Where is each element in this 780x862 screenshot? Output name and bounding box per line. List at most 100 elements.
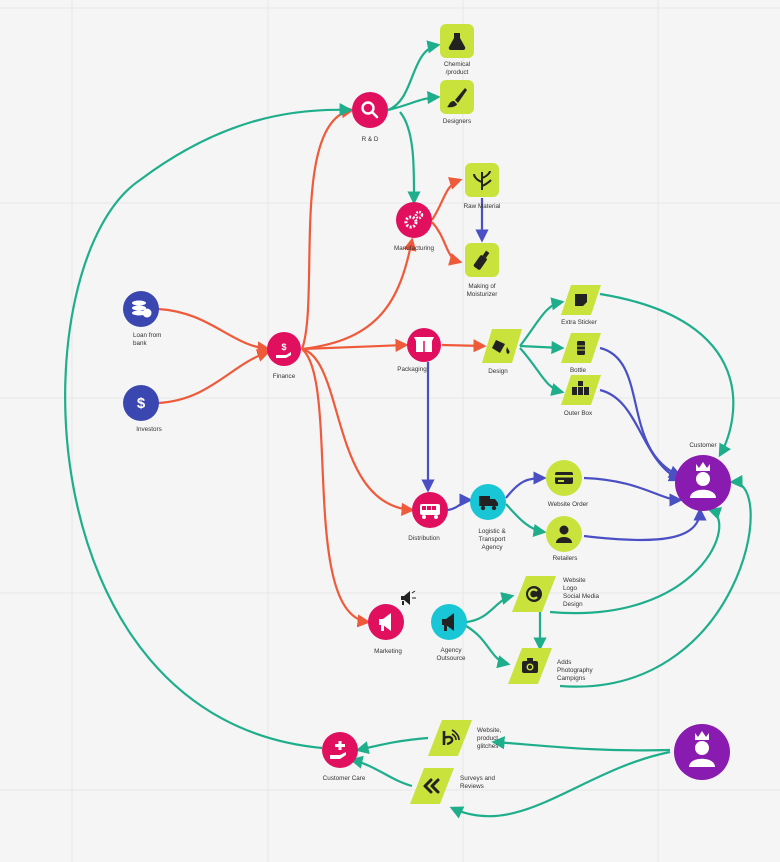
node-label-line: Social Media (563, 593, 600, 600)
node-label-line: Chemical (444, 61, 470, 68)
node-outer-box[interactable]: Outer Box (561, 375, 601, 417)
jar-icon (577, 341, 585, 355)
node-label-line: glitches (477, 743, 498, 750)
node-marketing[interactable]: Marketing (368, 604, 404, 655)
node-label: R & D (362, 136, 379, 143)
node-bottle[interactable]: Bottle (561, 333, 601, 374)
node-distribution[interactable]: Distribution (408, 492, 448, 542)
node-finance[interactable]: $ Finance (267, 332, 301, 380)
edge-customer2-surveys (449, 750, 671, 819)
hand-dollar-icon: $ (276, 342, 291, 358)
crowned-user-icon (690, 462, 716, 498)
edge-retailers-customer (583, 507, 707, 542)
edge-weblogo-customer (549, 507, 723, 615)
flask-icon (448, 33, 466, 51)
node-extra-sticker[interactable]: Extra Sticker (561, 285, 601, 326)
megaphone-icon (379, 613, 391, 631)
node-label-line: Reviews (460, 783, 484, 790)
node-website-order[interactable]: Website Order (546, 460, 588, 508)
edge-finance-packaging (301, 338, 409, 353)
node-label-line: Surveys and (460, 775, 495, 782)
node-label: Manufacturing (394, 245, 434, 252)
svg-text:$: $ (281, 342, 286, 352)
node-label-line: Photography (557, 667, 594, 674)
node-label-line: Website, (477, 727, 502, 734)
node-rnd[interactable]: R & D (352, 92, 388, 143)
edge-adds-customer (559, 475, 752, 688)
node-manufacturing[interactable]: Manufacturing (394, 202, 434, 252)
edge-glitches-care (355, 736, 429, 755)
edge-manufacturing-making (431, 221, 463, 266)
edge-rnd-chemical (387, 40, 441, 112)
edge-finance-rnd (300, 105, 355, 350)
node-label-line: product (477, 735, 498, 742)
paint-bucket-icon (492, 340, 510, 354)
edge-surveys-care (349, 755, 413, 788)
edge-care-rnd (64, 103, 353, 750)
crowned-user-icon (689, 731, 715, 767)
edge-packaging-design (441, 339, 487, 353)
node-label: Outer Box (564, 410, 593, 417)
edge-finance-marketing (301, 348, 371, 628)
box-icon (414, 337, 434, 352)
node-label-line: bank (133, 340, 148, 347)
node-label: Chemical/product (444, 61, 470, 76)
node-label-line: Agency (440, 647, 462, 654)
node-label: Customer (689, 442, 716, 449)
user-icon (556, 525, 572, 543)
node-label: Customer Care (323, 775, 366, 782)
edges-indigo (421, 198, 707, 542)
paintbrush-icon (447, 88, 467, 108)
node-customer-care[interactable]: Customer Care (322, 732, 366, 782)
edge-investors-finance (157, 349, 271, 405)
truck-icon (479, 496, 498, 511)
edge-finance-distribution (301, 347, 415, 516)
edge-rnd-designers (387, 90, 441, 112)
edge-agency-adds (465, 625, 511, 669)
copyright-icon (526, 586, 542, 602)
search-icon (361, 101, 379, 119)
node-designers[interactable]: Designers (440, 80, 474, 125)
node-label: Website Order (548, 501, 588, 508)
node-label: Extra Sticker (561, 319, 597, 326)
node-design[interactable]: Design (482, 329, 522, 375)
node-customer[interactable]: Customer (675, 442, 731, 511)
node-label-line: Agency (481, 544, 503, 551)
megaphone-icon (401, 590, 416, 605)
node-packaging[interactable]: Packaging (397, 328, 441, 373)
node-label-line: Logistic & (478, 528, 506, 535)
edge-loan-finance (157, 307, 271, 355)
edge-rnd-manufacturing (399, 111, 421, 205)
node-raw-material[interactable]: Raw Material (464, 163, 501, 210)
node-label: Designers (443, 118, 471, 125)
dollar-icon: $ (137, 395, 146, 412)
node-label-line: Website (563, 577, 586, 584)
node-customer-2[interactable] (674, 724, 730, 780)
edge-distribution-logistic (447, 493, 473, 512)
edges-finance (157, 105, 487, 628)
node-label-line: Moisturizer (467, 291, 498, 298)
node-retailers[interactable]: Retailers (546, 516, 582, 562)
node-label-line: Logo (563, 585, 578, 592)
gears-icon (404, 210, 424, 229)
node-label: Raw Material (464, 203, 501, 210)
edge-customer2-glitches (491, 736, 671, 752)
node-investors[interactable]: $ Investors (123, 385, 162, 433)
blogger-icon (442, 729, 460, 746)
edges-teal (64, 40, 752, 819)
node-label-line: Design (563, 601, 583, 608)
node-label-line: Making of (468, 283, 496, 290)
node-chemical[interactable]: Chemical/product (440, 24, 474, 76)
